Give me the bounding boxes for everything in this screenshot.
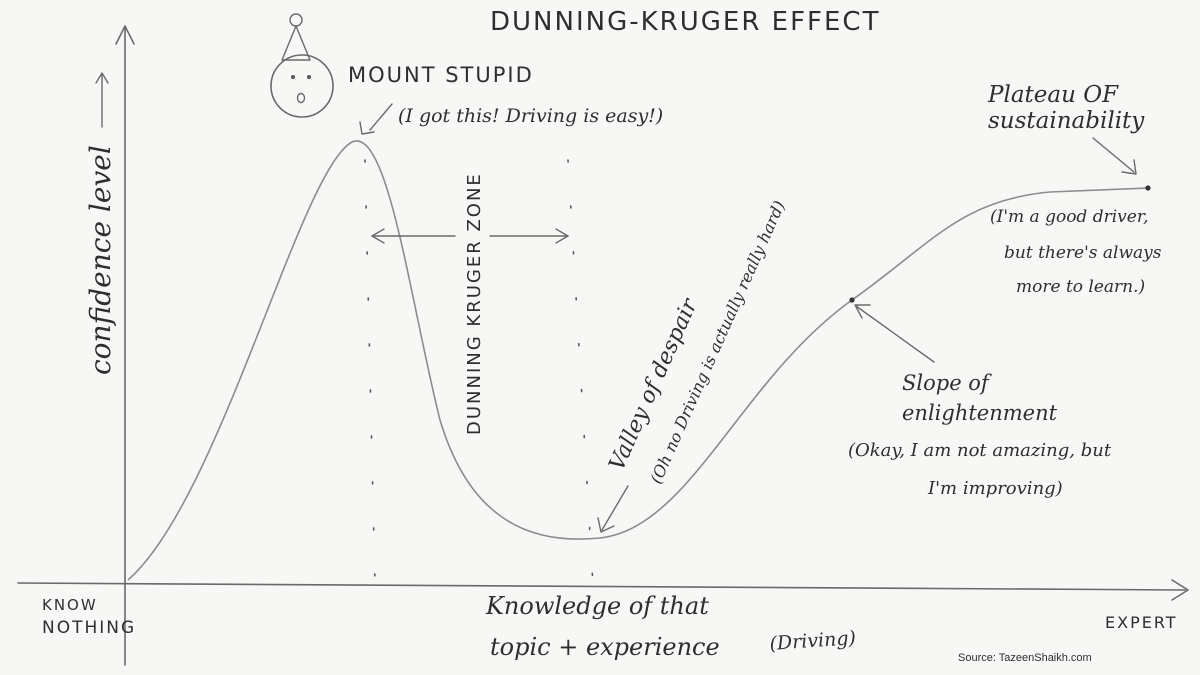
mount-stupid-title: MOUNT STUPID — [348, 63, 534, 87]
plateau-title-1: Plateau OF — [987, 82, 1119, 108]
zone-middle-guide — [567, 159, 594, 586]
face-eye-right — [307, 75, 311, 79]
slope-quote-2: I'm improving) — [927, 478, 1063, 499]
mount-stupid-quote: (I got this! Driving is easy!) — [398, 105, 663, 127]
x-axis-label-note: (Driving) — [769, 627, 857, 655]
mount-stupid-arrowhead — [359, 121, 375, 135]
plateau-title-2: sustainability — [988, 108, 1145, 134]
x-start-label-2: NOTHING — [42, 618, 136, 638]
y-axis-arrowhead — [115, 25, 135, 45]
axes — [17, 25, 1189, 666]
zone-label: DUNNING KRUGER ZONE — [464, 172, 485, 435]
x-axis-label-2: topic + experience — [490, 633, 720, 661]
x-axis-arrowhead — [1171, 579, 1189, 601]
y-axis-label: confidence level — [84, 145, 117, 375]
plateau-arrowhead — [1121, 159, 1137, 175]
confidence-curve — [127, 140, 1149, 581]
slope-point — [849, 297, 855, 303]
face-eye-left — [291, 75, 295, 79]
slope-arrowhead — [854, 304, 871, 319]
x-axis-label-1: Knowledge of that — [485, 592, 709, 620]
zone-left-guide — [364, 159, 376, 586]
x-end-label: EXPERT — [1105, 613, 1178, 632]
source-credit: Source: TazeenShaikh.com — [958, 652, 1092, 664]
valley-arrow — [601, 485, 629, 531]
slope-title-2: enlightenment — [902, 401, 1058, 425]
plateau-quote-2: but there's always — [1004, 243, 1162, 263]
valley-arrowhead — [597, 517, 615, 533]
diagram-title: DUNNING-KRUGER EFFECT — [490, 7, 880, 37]
y-axis-label-group: confidence level — [84, 72, 117, 375]
zone-width-arrow — [371, 228, 569, 244]
x-axis — [17, 582, 1186, 591]
mount-stupid-arrow — [369, 103, 393, 131]
plateau-arrow — [1092, 137, 1135, 173]
y-label-arrowhead — [95, 72, 109, 84]
slope-arrow — [855, 305, 935, 363]
plateau-point — [1145, 185, 1151, 191]
plateau-quote-1: (I'm a good driver, — [990, 207, 1149, 227]
slope-title-1: Slope of — [902, 371, 992, 395]
slope-quote-1: (Okay, I am not amazing, but — [848, 440, 1112, 461]
plateau-quote-3: more to learn.) — [1016, 277, 1145, 297]
x-start-label-1: KNOW — [42, 596, 98, 614]
stick-figure — [270, 13, 334, 118]
